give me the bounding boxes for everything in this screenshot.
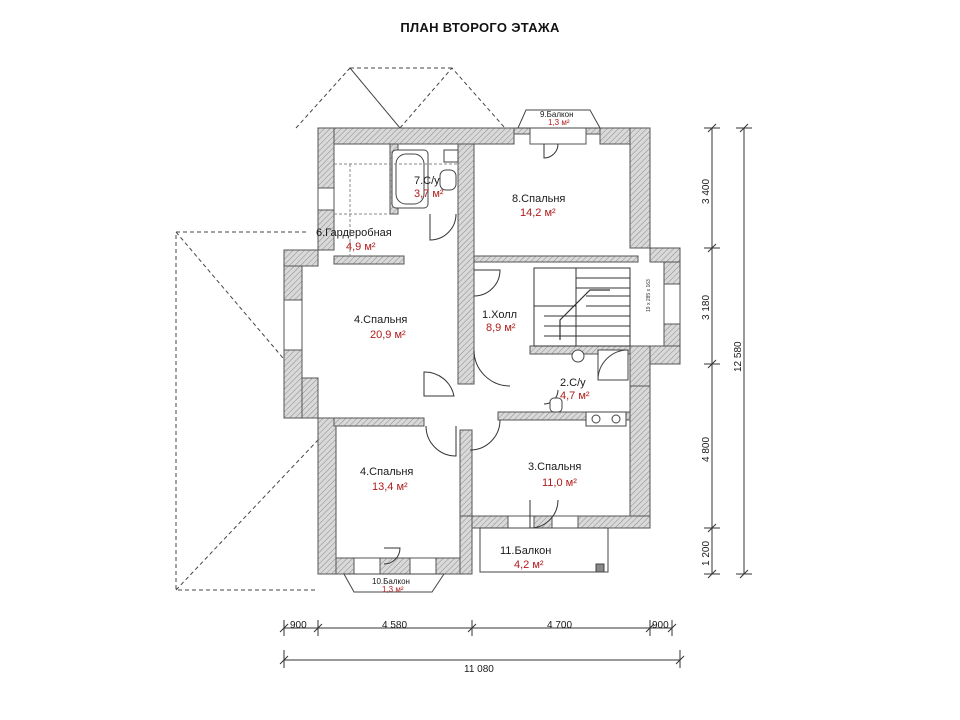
dimension-bottom-values: 900 4 580 4 700 900 11 080 [290, 620, 669, 675]
room-5-area: 13,4 м² [372, 481, 408, 493]
wardrobe-marks [334, 163, 458, 256]
dim-bottom-3: 4 700 [547, 620, 572, 631]
roof-outline-top [295, 67, 506, 129]
room-4-name: 4.Спальня [354, 314, 407, 326]
room-11-name: 11.Балкон [500, 545, 551, 557]
room-2-name: 2.С/у [560, 377, 586, 389]
room-2-area: 4,7 м² [560, 390, 590, 402]
dim-right-3: 4 800 [701, 437, 712, 462]
room-1-name: 1.Холл [482, 309, 517, 321]
room-8-area: 14,2 м² [520, 207, 556, 219]
room-7-name: 7.С/у [414, 175, 440, 187]
room-10-area: 1,3 м² [382, 585, 404, 594]
dim-right-4: 1 200 [701, 541, 712, 566]
doors [383, 143, 559, 565]
room-10-name: 10.Балкон [372, 577, 410, 586]
room-9-name: 9.Балкон [540, 110, 574, 119]
room-11-area: 4,2 м² [514, 559, 544, 571]
room-6-area: 4,9 м² [346, 241, 376, 253]
dim-right-2: 3 180 [701, 295, 712, 320]
room-1-area: 8,9 м² [486, 322, 516, 334]
stair-note: 19 х 285 х 163 [646, 279, 652, 312]
roof-outline-left [175, 231, 319, 591]
dimension-bottom [279, 620, 685, 668]
room-9-area: 1,3 м² [548, 118, 570, 127]
room-3-name: 3.Спальня [528, 461, 581, 473]
staircase [533, 267, 631, 347]
room-labels: 1.Холл 8,9 м² 2.С/у 4,7 м² 3.Спальня 11,… [316, 110, 590, 594]
dim-bottom-1: 900 [290, 620, 307, 631]
room-3-area: 11,0 м² [542, 477, 577, 489]
dim-right-1: 3 400 [701, 179, 712, 204]
room-8-name: 8.Спальня [512, 193, 565, 205]
plan-title: ПЛАН ВТОРОГО ЭТАЖА [400, 20, 560, 35]
room-4-area: 20,9 м² [370, 329, 406, 341]
dimension-right-values: 3 400 3 180 4 800 1 200 12 580 [701, 179, 744, 566]
balconies [343, 109, 609, 593]
inner-walls [333, 143, 639, 427]
dimension-right [704, 123, 752, 579]
dim-bottom-2: 4 580 [382, 620, 407, 631]
room-6-name: 6.Гардеробная [316, 227, 392, 239]
dim-bottom-4: 900 [652, 620, 669, 631]
room-5-name: 4.Спальня [360, 466, 413, 478]
dim-right-total: 12 580 [733, 341, 744, 372]
room-7-area: 3,7 м² [414, 188, 444, 200]
dim-bottom-total: 11 080 [464, 664, 494, 675]
